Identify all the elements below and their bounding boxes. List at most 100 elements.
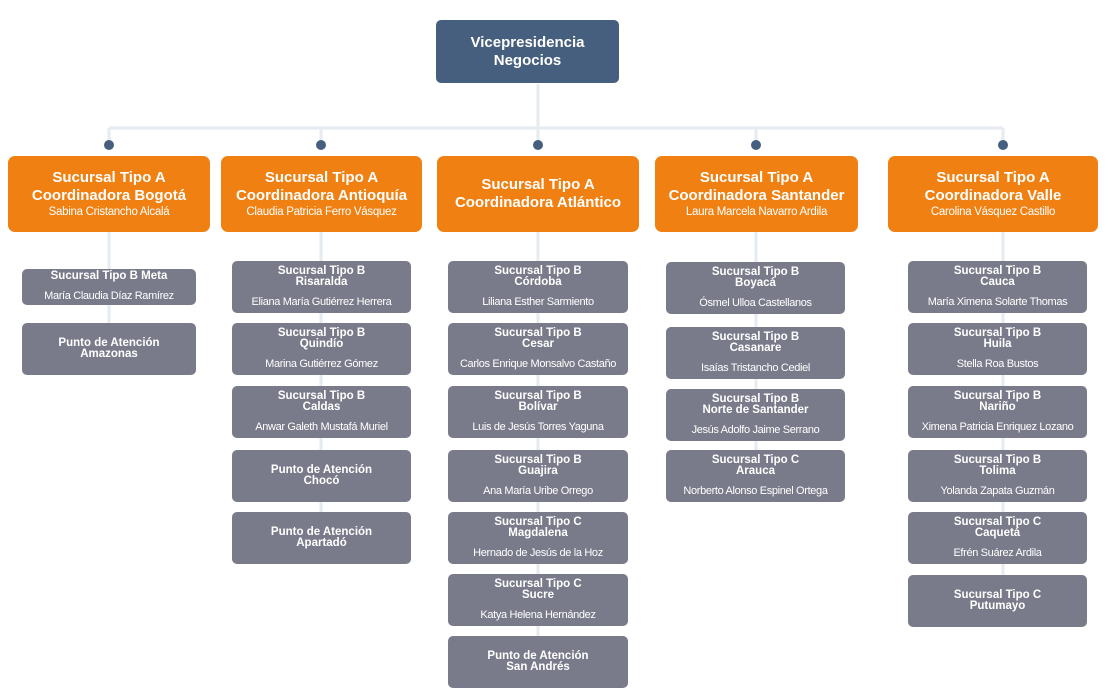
sucursal-title: Amazonas xyxy=(80,348,138,360)
sucursal-title: Sucursal Tipo B xyxy=(494,453,582,466)
sucursal-title: Risaralda xyxy=(295,276,348,288)
sucursal-title: Sucursal Tipo B xyxy=(277,264,366,277)
coordinadora-type: Sucursal Tipo A xyxy=(264,168,379,186)
coordinadora-name: Coordinadora Atlántico xyxy=(454,194,622,211)
sucursal-person: Eliana María Gutiérrez Herrera xyxy=(251,295,392,308)
root-node-vicepresidencia[interactable]: Vicepresidencia Negocios xyxy=(436,20,619,83)
sucursal-title-block: Sucursal Tipo B Meta xyxy=(51,271,168,283)
sucursal-title: Caquetá xyxy=(974,527,1021,539)
branch-dot xyxy=(104,140,114,150)
sucursal-title: Chocó xyxy=(303,475,340,487)
coordinadora-person: Sabina Cristancho Alcalá xyxy=(48,205,170,218)
sucursal-title: San Andrés xyxy=(506,661,570,673)
sucursal-title: Sucursal Tipo B xyxy=(277,326,366,339)
coordinadora-person: Claudia Patricia Ferro Vásquez xyxy=(246,205,397,218)
sucursal-title: Córdoba xyxy=(514,276,562,288)
sucursal-person: Yolanda Zapata Guzmán xyxy=(940,484,1055,497)
sucursal-person: Norberto Alonso Espinel Ortega xyxy=(683,484,828,497)
sucursal-title: Magdalena xyxy=(508,527,568,539)
sucursal-title: Bolívar xyxy=(518,401,558,413)
sucursal-title: Punto de Atención xyxy=(58,336,160,349)
coordinadora-type: Sucursal Tipo A xyxy=(52,168,166,186)
sucursal-title: Sucursal Tipo C xyxy=(953,515,1042,528)
sucursal-title: Sucursal Tipo B xyxy=(953,453,1042,466)
coordinadora-name: Coordinadora Valle xyxy=(924,186,1062,204)
sucursal-title: Putumayo xyxy=(969,600,1026,612)
coordinadora-type: Sucursal Tipo A xyxy=(936,168,1050,186)
coordinadora-type: Sucursal Tipo A xyxy=(481,176,595,193)
coordinadora-person: Carolina Vásquez Castillo xyxy=(930,205,1056,218)
sucursal-person: Ximena Patricia Enriquez Lozano xyxy=(921,420,1074,433)
coordinadora-name: Coordinadora Santander xyxy=(668,186,845,204)
sucursal-title: Cauca xyxy=(980,276,1015,288)
sucursal-title: Sucursal Tipo B xyxy=(494,264,582,277)
sucursal-title: Boyacá xyxy=(735,277,776,289)
sucursal-title: Casanare xyxy=(729,342,782,354)
sucursal-title: Sucursal Tipo C xyxy=(953,588,1042,601)
sucursal-title: Sucursal Tipo C xyxy=(711,453,800,466)
sucursal-title: Nariño xyxy=(979,401,1016,413)
sucursal-title: Sucursal Tipo C xyxy=(494,577,582,590)
coordinadora-name: Coordinadora Bogotá xyxy=(31,186,187,204)
sucursal-title: Norte de Santander xyxy=(702,404,809,416)
sucursal-person: Stella Roa Bustos xyxy=(956,357,1039,370)
coordinadora-person: Laura Marcela Navarro Ardila xyxy=(685,205,828,218)
sucursal-title: Sucursal Tipo B xyxy=(711,265,800,278)
sucursal-title: Sucre xyxy=(522,589,554,601)
sucursal-title: Sucursal Tipo C xyxy=(494,515,582,528)
sucursal-title: Caldas xyxy=(302,401,341,413)
sucursal-person: Isaías Tristancho Cediel xyxy=(701,361,810,374)
sucursal-title: Sucursal Tipo B xyxy=(711,392,800,405)
sucursal-title: Sucursal Tipo B xyxy=(953,389,1042,402)
sucursal-person: Marina Gutiérrez Gómez xyxy=(265,357,378,370)
sucursal-title: Punto de Atención xyxy=(487,649,589,662)
sucursal-title: Cesar xyxy=(522,338,554,350)
sucursal-person: Ósmel Ulloa Castellanos xyxy=(699,296,812,309)
sucursal-title: Sucursal Tipo B Meta xyxy=(50,270,168,283)
sucursal-title: Sucursal Tipo B xyxy=(277,389,366,402)
root-title-line2: Negocios xyxy=(493,51,562,69)
sucursal-person: Jesús Adolfo Jaime Serrano xyxy=(691,423,820,436)
sucursal-title: Sucursal Tipo B xyxy=(711,330,800,343)
sucursal-person: María Ximena Solarte Thomas xyxy=(927,295,1068,308)
